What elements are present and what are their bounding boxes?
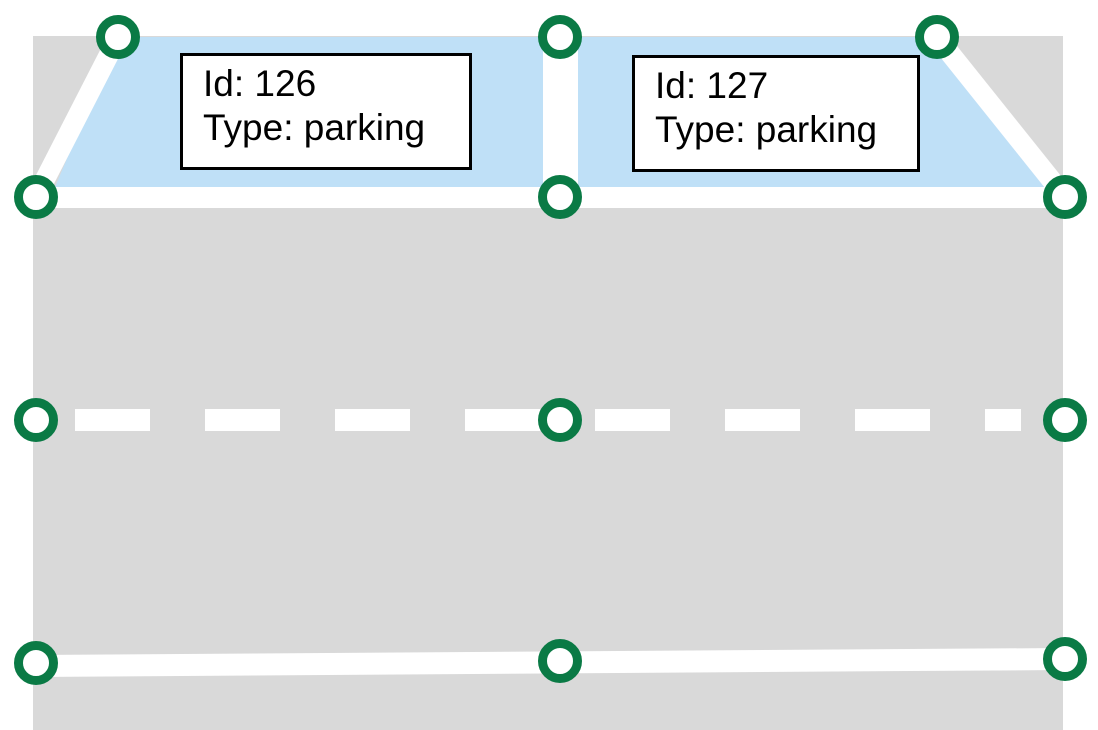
- lane-dash-segment: [465, 409, 540, 431]
- parking-label-127[interactable]: Id: 127 Type: parking: [632, 55, 920, 172]
- node-top-left[interactable]: [96, 15, 140, 59]
- parking-label-127-id: Id: 127: [655, 65, 769, 106]
- node-upper-center[interactable]: [538, 175, 582, 219]
- parking-label-127-type: Type: parking: [655, 108, 878, 150]
- lane-dash-segment: [855, 409, 930, 431]
- lane-dash-segment: [335, 409, 410, 431]
- lane-dash-segment: [985, 409, 1021, 431]
- right-diagonal-lane-line: [929, 30, 1073, 204]
- node-middle-center[interactable]: [538, 398, 582, 442]
- node-upper-left[interactable]: [14, 175, 58, 219]
- node-middle-right[interactable]: [1043, 398, 1087, 442]
- parking-label-126[interactable]: Id: 126 Type: parking: [180, 53, 472, 170]
- left-diagonal-lane-line: [27, 32, 127, 202]
- node-upper-right[interactable]: [1043, 175, 1087, 219]
- lane-dash-segment: [725, 409, 800, 431]
- node-middle-left[interactable]: [14, 398, 58, 442]
- lane-dash-segment: [595, 409, 670, 431]
- lane-dash-segment: [75, 409, 150, 431]
- lane-dash-segment: [205, 409, 280, 431]
- center-dashed-lane-line: [75, 409, 1021, 431]
- node-bottom-left[interactable]: [14, 641, 58, 685]
- parking-label-126-id: Id: 126: [203, 63, 317, 104]
- parking-label-126-type: Type: parking: [203, 106, 426, 148]
- node-bottom-right[interactable]: [1043, 637, 1087, 681]
- node-bottom-center[interactable]: [538, 639, 582, 683]
- node-top-right[interactable]: [915, 15, 959, 59]
- lane-node-group[interactable]: [14, 15, 1087, 685]
- node-top-center[interactable]: [538, 15, 582, 59]
